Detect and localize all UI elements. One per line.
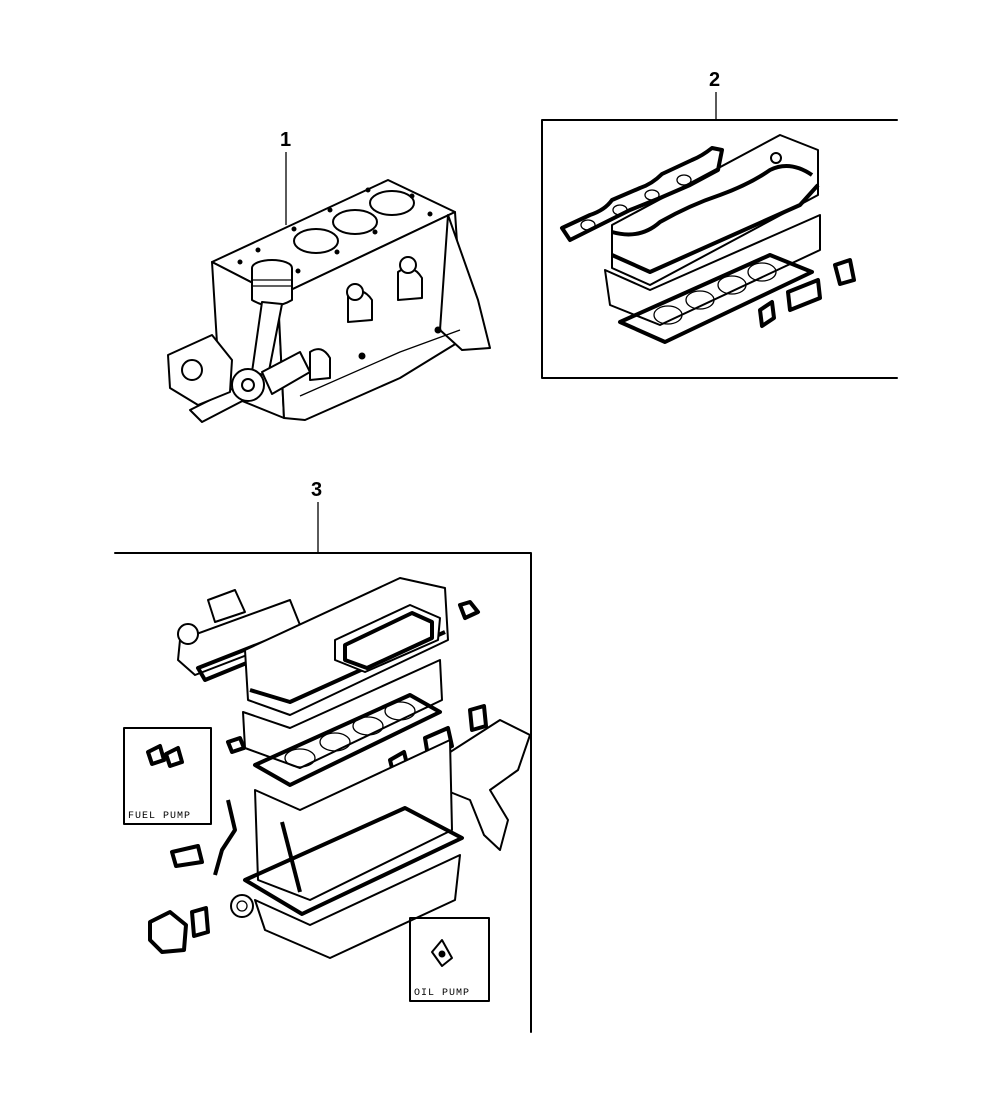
fuel-pump-label: FUEL PUMP xyxy=(128,811,191,822)
fuel-pump-gasket-2 xyxy=(164,746,184,768)
small-gasket-2 xyxy=(833,258,856,286)
bell-housing-flange xyxy=(439,214,491,351)
small-gasket-4 xyxy=(468,704,488,732)
callout-2: 2 xyxy=(709,69,720,91)
manifold-gasket xyxy=(560,146,724,242)
dipstick-tube xyxy=(280,821,302,893)
cylinder-bore-4 xyxy=(369,190,415,216)
cylinder-head xyxy=(604,214,821,326)
rear-main-seal xyxy=(230,894,254,918)
engine-block-3 xyxy=(254,739,453,901)
oil-pump-label: OIL PUMP xyxy=(414,988,470,999)
head-gasket xyxy=(618,253,814,344)
rocker-gasket xyxy=(343,611,434,670)
oil-pan-gasket xyxy=(243,806,464,916)
small-seal-2 xyxy=(226,736,246,754)
valve-cover-window xyxy=(334,604,441,673)
intake-port xyxy=(177,623,199,645)
small-gasket-5 xyxy=(190,906,210,938)
core-plug-2 xyxy=(346,283,364,301)
cylinder-bore-2 xyxy=(293,228,339,254)
fuel-pump-box xyxy=(123,727,212,825)
small-seal-1 xyxy=(458,600,480,620)
fuel-pump-gasket-1 xyxy=(146,744,166,766)
piston-skirt xyxy=(251,268,293,307)
valve-cover-gasket xyxy=(611,164,814,237)
timing-cover-gasket xyxy=(213,799,237,876)
block-skirt-rail xyxy=(299,329,461,397)
kit-3-frame xyxy=(114,552,532,1033)
oil-pump-inset: OIL PUMP xyxy=(409,917,490,1002)
crank-window-3 xyxy=(309,348,331,381)
water-pump-gasket xyxy=(148,910,188,954)
cylinder-bore-3 xyxy=(332,209,378,235)
core-plug-1 xyxy=(399,256,417,274)
exhaust-gasket xyxy=(786,278,822,312)
intake-throttle-flange xyxy=(207,589,246,623)
valve-cover-gasket-lower xyxy=(611,183,820,274)
head-gasket-3 xyxy=(253,693,442,787)
callout-3: 3 xyxy=(311,479,322,501)
oil-pump-box xyxy=(409,917,490,1002)
small-gasket-1 xyxy=(758,300,776,328)
upper-gasket-kit: 2 xyxy=(541,69,898,379)
kit-2-frame xyxy=(541,119,898,379)
exhaust-manifold xyxy=(429,719,531,851)
deck-bolt-holes xyxy=(237,187,433,274)
full-gasket-kit: 3 xyxy=(114,479,532,1033)
engine-short-block: 1 xyxy=(167,129,491,423)
fuel-pump-inset: FUEL PUMP xyxy=(123,727,212,825)
thermostat-gasket xyxy=(170,844,204,868)
oil-pan xyxy=(254,854,461,959)
callout-1: 1 xyxy=(280,129,291,151)
